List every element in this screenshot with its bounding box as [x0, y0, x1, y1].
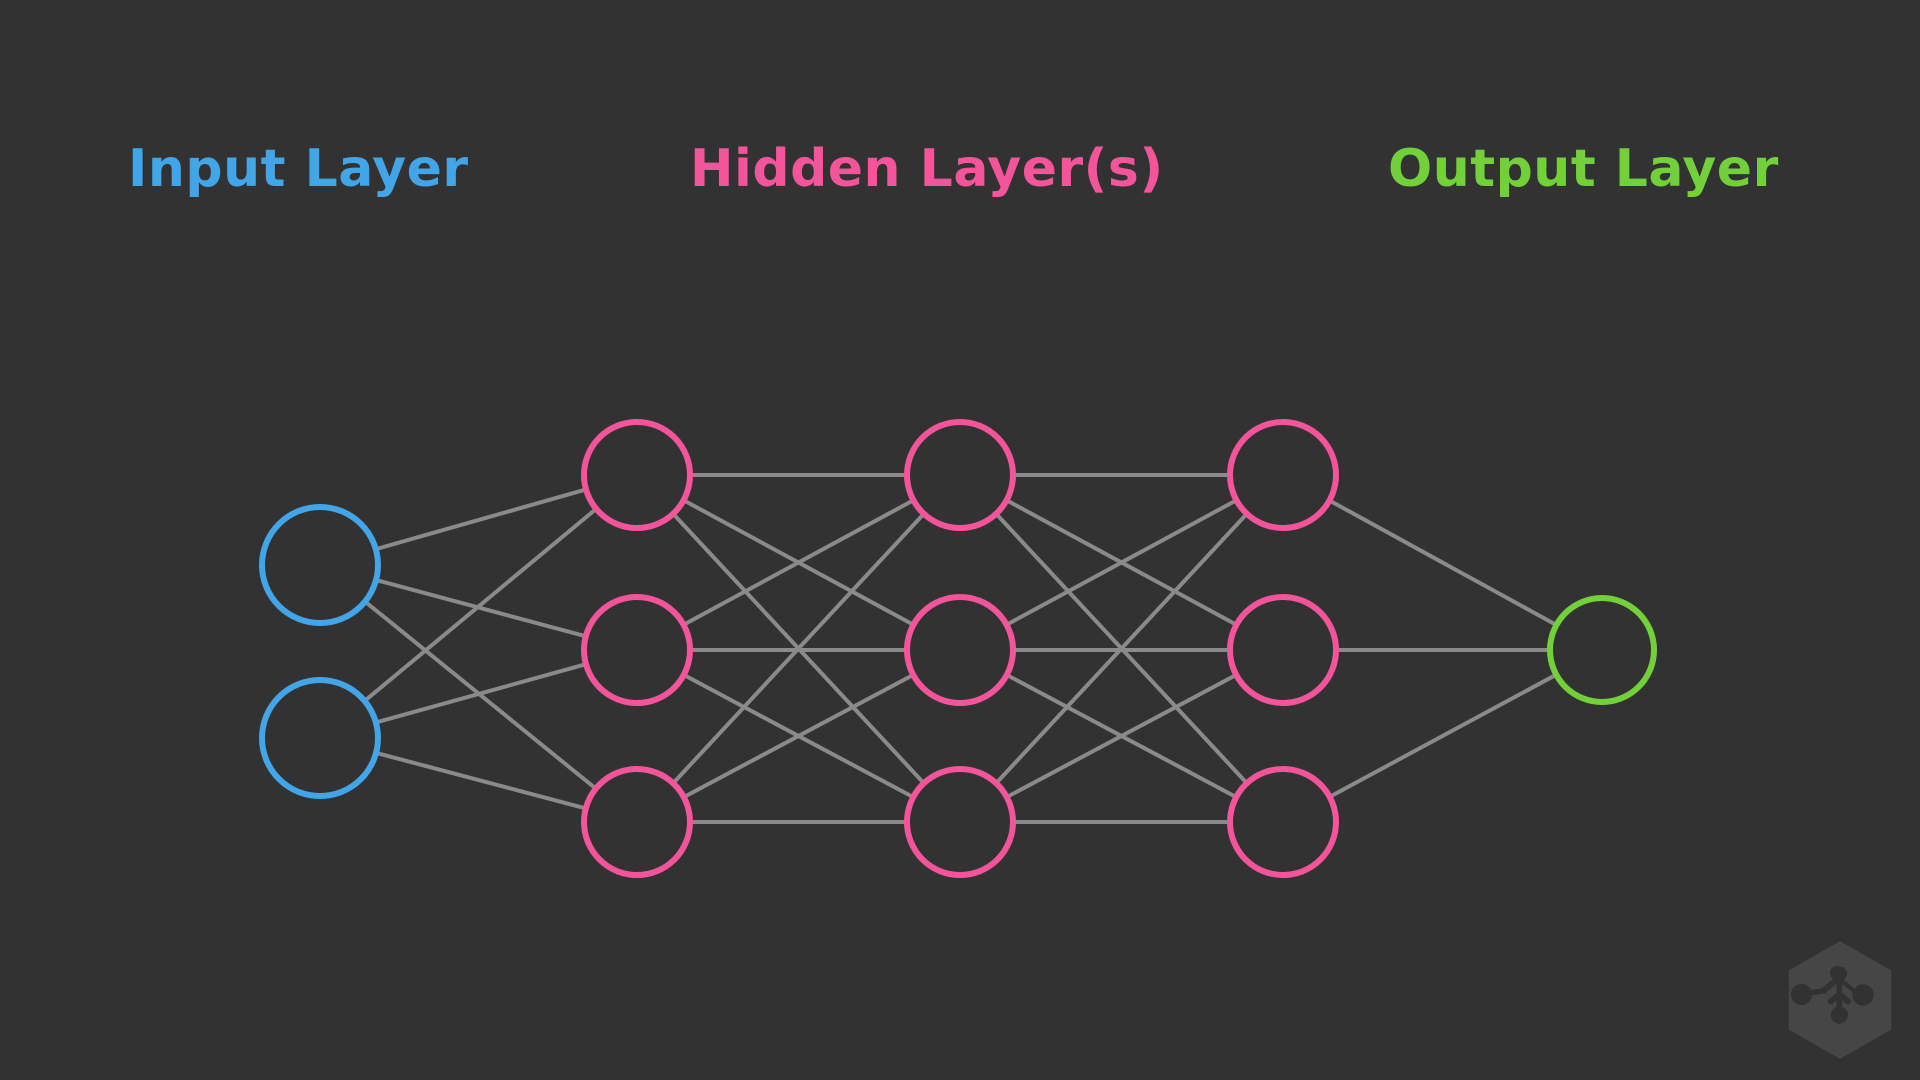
node-h3-2[interactable]: [1227, 594, 1339, 706]
node-i1[interactable]: [259, 504, 381, 626]
edge-i2-to-h1-3: [374, 750, 588, 811]
hidden-layer-label: Hidden Layer(s): [690, 139, 1164, 199]
node-h2-1[interactable]: [904, 419, 1016, 531]
edge-h1-3-to-h2-2: [681, 672, 916, 800]
edge-h2-3-to-h3-1: [994, 511, 1249, 786]
node-i2[interactable]: [259, 677, 381, 799]
edges-group: [362, 473, 1559, 824]
input-layer-label: Input Layer: [128, 139, 469, 199]
node-h2-3[interactable]: [904, 766, 1016, 878]
node-h1-2[interactable]: [581, 594, 693, 706]
output-layer-label: Output Layer: [1388, 139, 1779, 199]
edge-h2-2-to-h3-1: [1004, 498, 1239, 627]
node-h3-1[interactable]: [1227, 419, 1339, 531]
edge-h2-3-to-h3-2: [1004, 672, 1239, 800]
edge-h3-3-to-o1: [1327, 672, 1559, 799]
edge-h1-3-to-h2-1: [671, 511, 926, 786]
edge-h3-1-to-o1: [1327, 498, 1559, 627]
edge-i2-to-h1-1: [362, 506, 599, 703]
hexagon-neuron-logo-icon: [1788, 941, 1892, 1059]
edge-i1-to-h1-1: [373, 487, 589, 552]
node-o1[interactable]: [1547, 595, 1657, 705]
node-h1-1[interactable]: [581, 419, 693, 531]
edge-i1-to-h1-2: [374, 578, 588, 639]
edge-i2-to-h1-2: [373, 662, 588, 725]
node-h3-3[interactable]: [1227, 766, 1339, 878]
node-h2-2[interactable]: [904, 594, 1016, 706]
edge-h1-2-to-h2-1: [681, 498, 916, 627]
node-h1-3[interactable]: [581, 766, 693, 878]
nodes-group: [259, 419, 1657, 878]
